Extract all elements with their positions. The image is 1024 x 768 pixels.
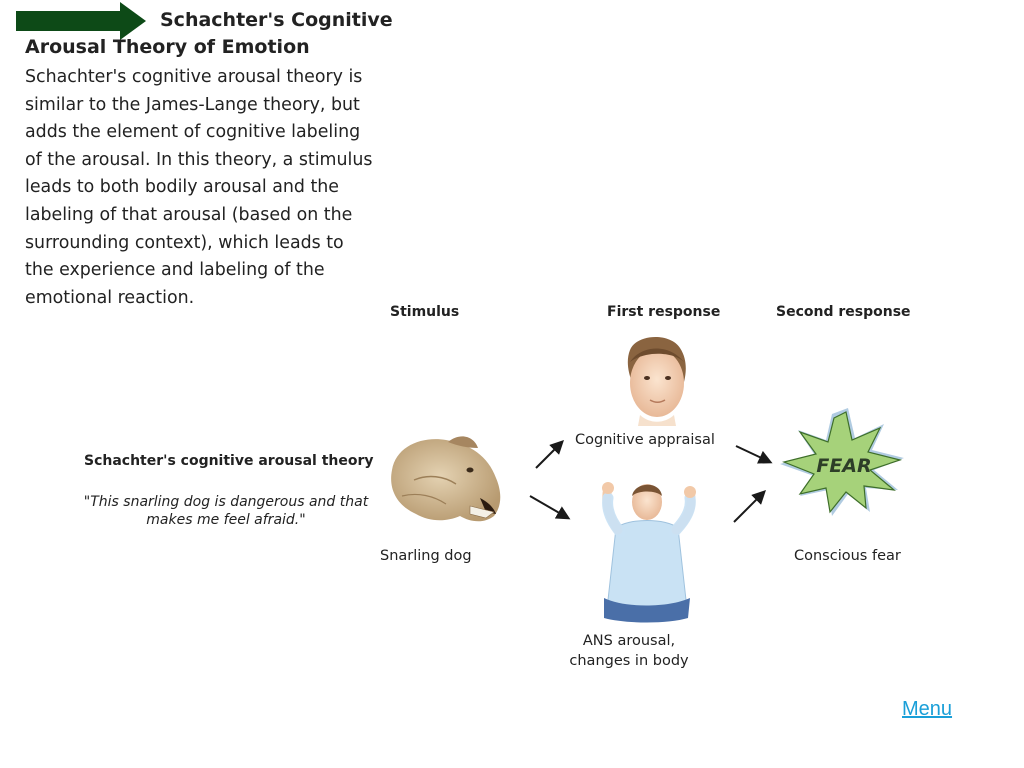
header-arrow-icon [16, 2, 146, 40]
body-line: similar to the James-Lange theory, but [25, 94, 360, 115]
snarling-dog-icon [391, 436, 501, 522]
conscious-fear-label: Conscious fear [794, 548, 901, 564]
stimulus-label: Snarling dog [380, 548, 472, 564]
menu-link[interactable]: Menu [902, 698, 953, 720]
fear-word: FEAR [816, 455, 871, 477]
slide-title-line-2: Arousal Theory of Emotion [25, 36, 310, 58]
ans-arousal-label-line-1: ANS arousal, [582, 633, 676, 649]
body-line: surrounding context), which leads to [25, 232, 344, 253]
body-line: of the arousal. In this theory, a stimul… [25, 149, 373, 170]
column-header-second-response: Second response [776, 304, 911, 320]
theory-name-label: Schachter's cognitive arousal theory [84, 453, 374, 469]
column-header-first-response: First response [607, 304, 721, 320]
body-line: Schachter's cognitive arousal theory is [25, 67, 363, 87]
ans-arousal-person-icon [602, 482, 696, 623]
fear-starburst-icon [780, 408, 904, 516]
arrow-stimulus-to-arousal [529, 495, 571, 520]
ans-arousal-label-line-2: changes in body [569, 653, 689, 669]
arrow-cognitive-to-fear [735, 445, 773, 464]
arrow-arousal-to-fear [733, 490, 766, 523]
theory-quote: "This snarling dog is dangerous and that… [83, 494, 369, 528]
body-paragraph: Schachter's cognitive arousal theory is … [25, 64, 395, 312]
body-line: leads to both bodily arousal and the [25, 177, 339, 198]
body-line: the experience and labeling of the [25, 260, 325, 281]
arrow-stimulus-to-cognitive [535, 440, 564, 469]
face-icon [627, 336, 686, 426]
body-line: labeling of that arousal (based on the [25, 204, 353, 225]
ans-arousal-label: ANS arousal, changes in body [540, 631, 718, 671]
body-line: adds the element of cognitive labeling [25, 122, 361, 143]
cognitive-appraisal-label: Cognitive appraisal [575, 432, 715, 448]
body-line: emotional reaction. [25, 287, 195, 308]
slide-title-line-1: Schachter's Cognitive [160, 9, 393, 31]
column-header-stimulus: Stimulus [390, 304, 460, 320]
